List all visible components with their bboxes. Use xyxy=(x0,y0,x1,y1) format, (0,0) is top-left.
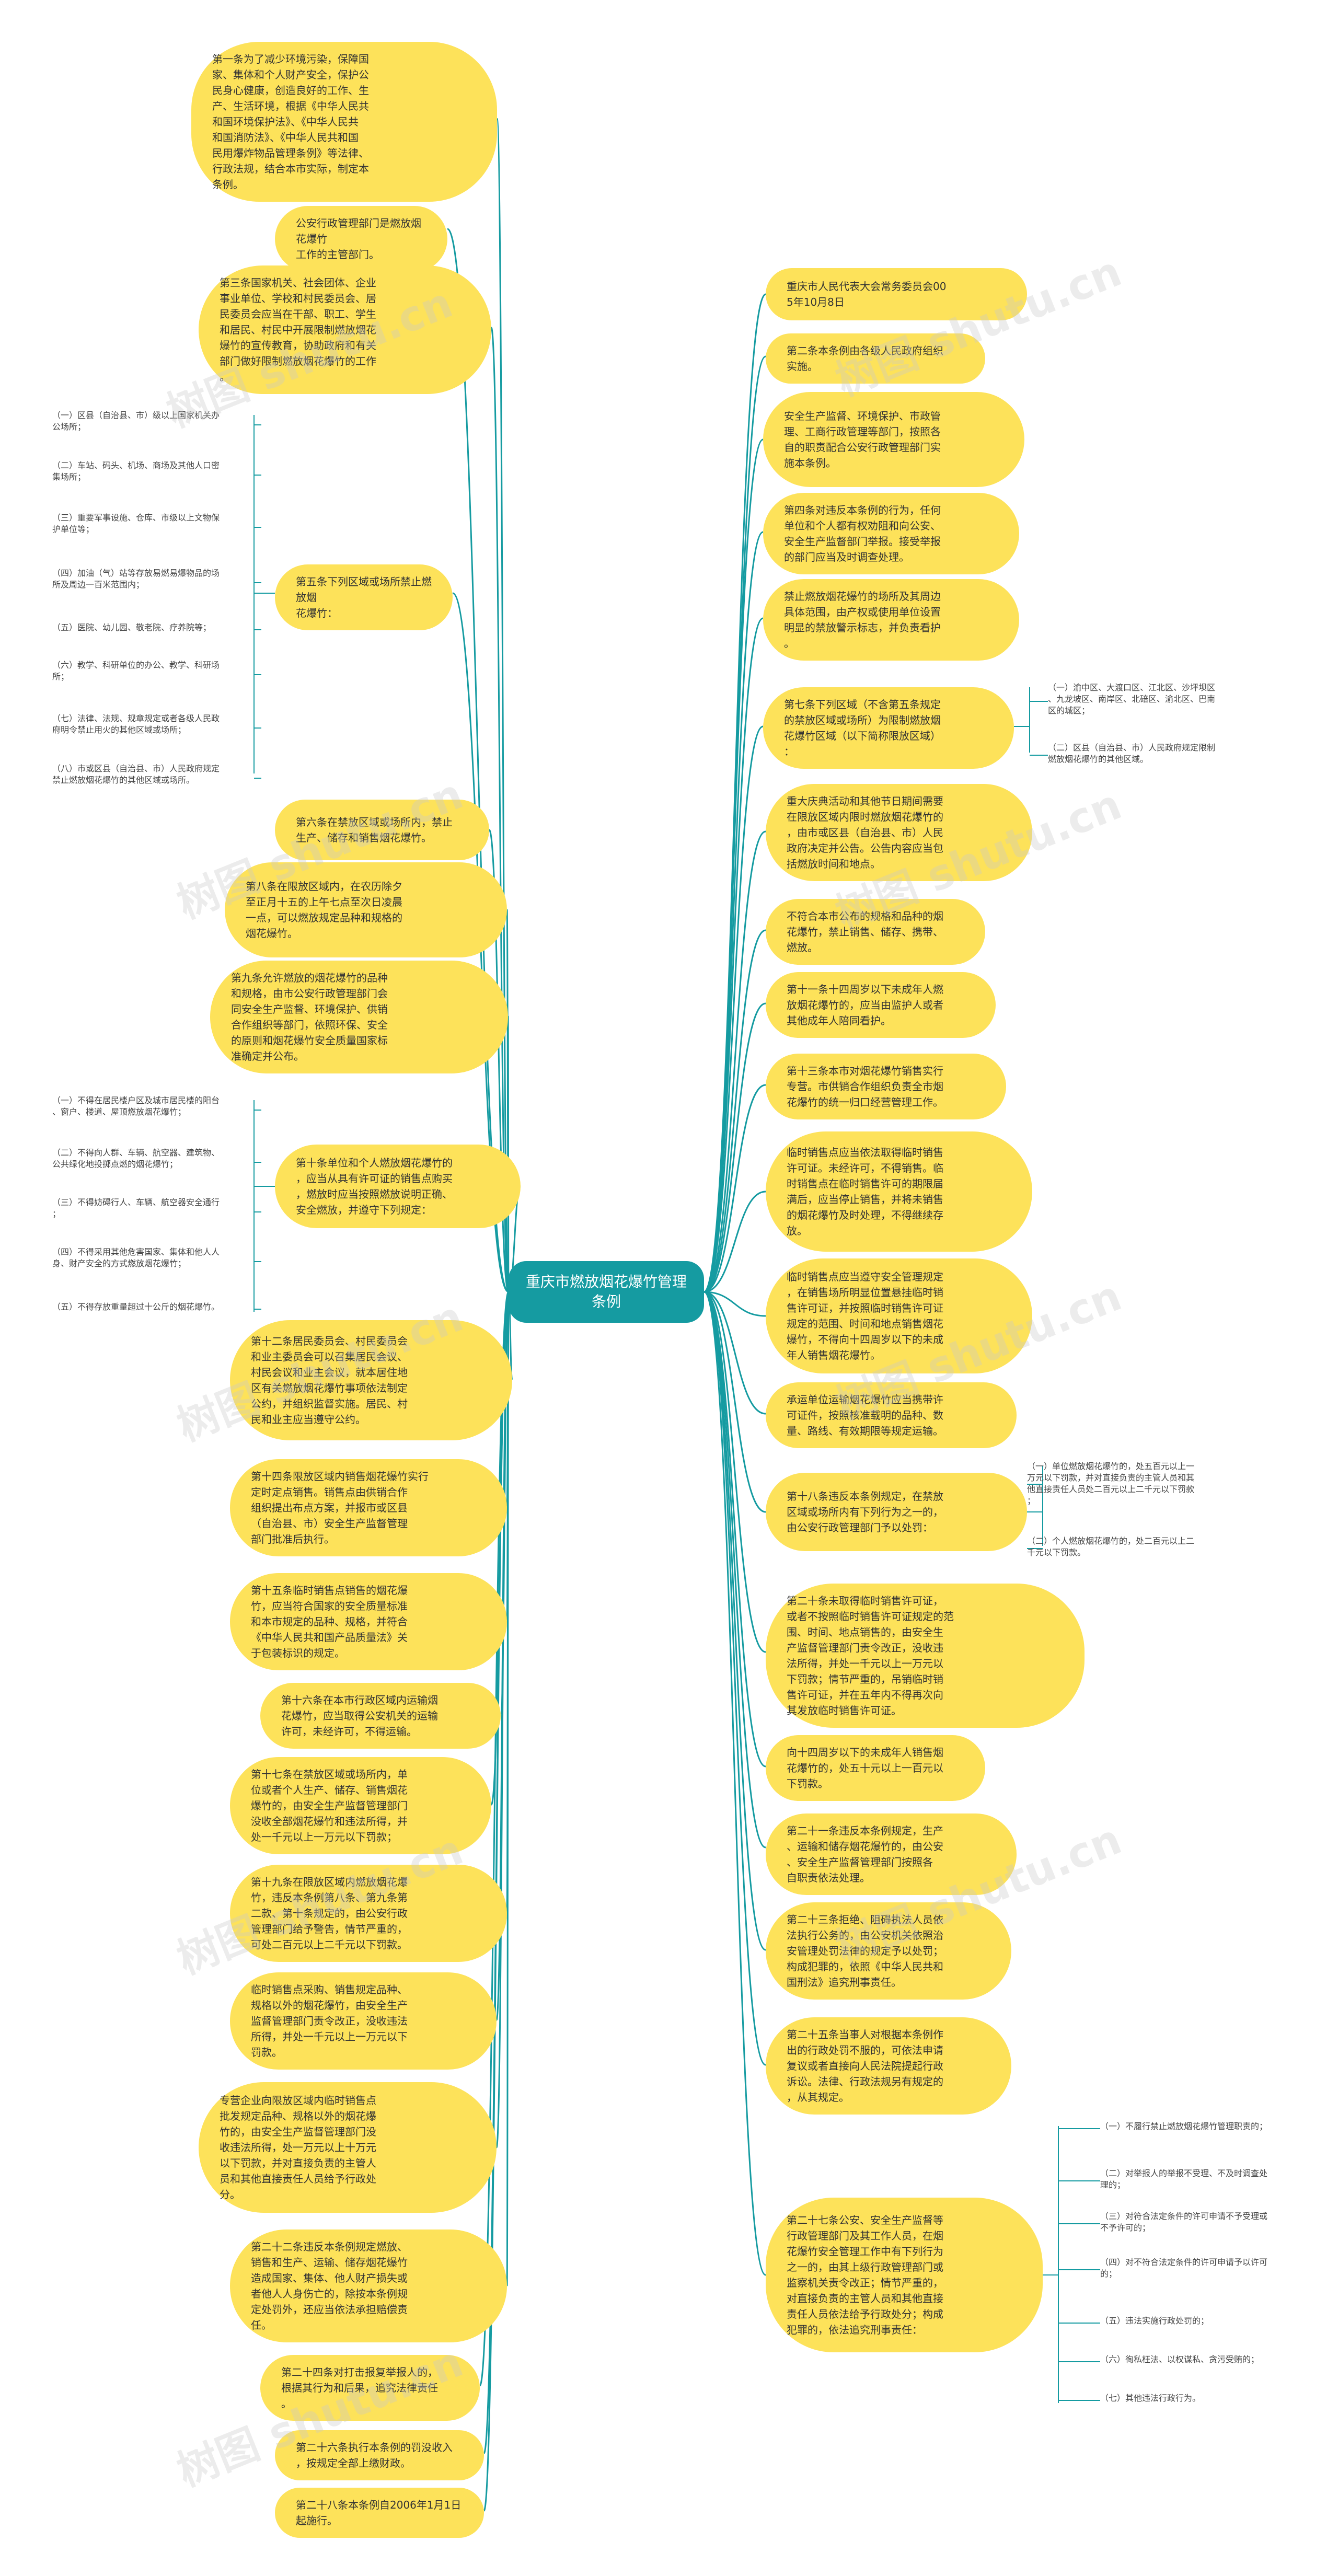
left-topic-node: 第一条为了减少环境污染，保障国 家、集体和个人财产安全，保护公 民身心健康，创造… xyxy=(191,42,497,202)
right-subtopic-leaf: （一）单位燃放烟花爆竹的，处五百元以上一 万元以下罚款，并对直接负责的主管人员和… xyxy=(1027,1461,1195,1506)
left-subtopic-leaf: （二）不得向人群、车辆、航空器、建筑物、 公共绿化地投掷点燃的烟花爆竹； xyxy=(52,1148,220,1169)
left-subtopic-leaf: （四）不得采用其他危害国家、集体和他人人 身、财产安全的方式燃放烟花爆竹； xyxy=(52,1247,220,1268)
left-subtopic-leaf: （六）教学、科研单位的办公、教学、科研场 所； xyxy=(52,660,220,681)
connector-line xyxy=(703,1084,766,1293)
right-topic-node: 第二十条未取得临时销售许可证， 或者不按照临时销售许可证规定的范 围、时间、地点… xyxy=(766,1584,1085,1728)
right-subtopic-leaf: （五）违法实施行政处罚的； xyxy=(1100,2316,1209,2326)
connector-line xyxy=(507,1015,510,1293)
connector-line xyxy=(703,1291,766,1951)
right-topic-node: 第二条本条例由各级人民政府组织 实施。 xyxy=(766,333,985,384)
left-topic-node: 第二十六条执行本条例的罚没收入 ，按规定全部上缴财政。 xyxy=(275,2430,484,2480)
connector-line xyxy=(495,1291,510,2148)
connector-line xyxy=(703,1291,766,1415)
right-topic-node: 第二十三条拒绝、阻碍执法人员依 法执行公务的，由公安机关依照治 安管理处罚法律的… xyxy=(766,1902,1011,2000)
left-topic-node: 第十七条在禁放区域或场所内，单 位或者个人生产、储存、销售烟花 爆竹的，由安全生… xyxy=(230,1757,491,1854)
connector-line xyxy=(703,1291,766,1849)
left-topic-node: 第十九条在限放区域内燃放烟花爆 竹，违反本条例第八条、第九条第 二款、第十条规定… xyxy=(230,1865,507,1962)
left-subtopic-leaf: （八）市或区县（自治县、市）人民政府规定 禁止燃放烟花爆竹的其他区域或场所。 xyxy=(52,764,220,785)
left-subtopic-leaf: （一）不得在居民楼户区及城市居民楼的阳台 、窗户、楼道、屋顶燃放烟花爆竹； xyxy=(52,1095,220,1117)
root-topic: 重庆市燃放烟花爆竹管理 条例 xyxy=(509,1261,704,1323)
connector-line xyxy=(703,830,766,1293)
left-topic-node: 第十六条在本市行政区域内运输烟 花爆竹，应当取得公安机关的运输 许可，未经许可，… xyxy=(260,1683,501,1749)
right-subtopic-leaf: （二）个人燃放烟花爆竹的，处二百元以上二 千元以下罚款。 xyxy=(1027,1536,1195,1557)
connector-line xyxy=(703,1291,766,1317)
left-topic-node: 第九条允许燃放的烟花爆竹的品种 和规格，由市公安行政管理部门会 同安全生产监督、… xyxy=(210,961,508,1073)
right-subtopic-leaf: （四）对不符合法定条件的许可申请予以许可 的； xyxy=(1100,2257,1268,2279)
left-topic-node: 第十四条限放区域内销售烟花爆竹实行 定时定点销售。销售点由供销合作 组织提出布点… xyxy=(230,1459,507,1556)
connector-line xyxy=(703,1291,766,1513)
left-topic-node: 第十五条临时销售点销售的烟花爆 竹，应当符合国家的安全质量标准 和本市规定的品种… xyxy=(230,1573,507,1670)
connector-line xyxy=(703,617,764,1293)
left-topic-node: 第五条下列区域或场所禁止燃放烟 花爆竹： xyxy=(275,564,453,630)
right-topic-node: 临时销售点应当遵守安全管理规定 ，在销售场所明显位置悬挂临时销 售许可证，并按照… xyxy=(766,1258,1032,1373)
connector-line xyxy=(703,1002,766,1293)
left-topic-node: 第八条在限放区域内，在农历除夕 至正月十五的上午七点至次日凌晨 一点，可以燃放规… xyxy=(225,862,507,957)
right-topic-node: 第十一条十四周岁以下未成年人燃 放烟花爆竹的，应当由监护人或者 其他成年人陪同看… xyxy=(766,972,996,1038)
left-topic-node: 第六条在禁放区域或场所内，禁止 生产、储存和销售烟花爆竹。 xyxy=(275,800,489,860)
right-topic-node: 重庆市人民代表大会常务委员会00 5年10月8日 xyxy=(766,268,1027,320)
right-topic-node: 安全生产监督、环境保护、市政管 理、工商行政管理等部门，按照各 自的职责配合公安… xyxy=(763,392,1024,487)
connector-line xyxy=(703,929,766,1293)
left-topic-node: 第二十八条本条例自2006年1月1日 起施行。 xyxy=(275,2488,484,2538)
left-topic-node: 第十二条居民委员会、村民委员会 和业主委员会可以召集居民会议、 村民会议和业主会… xyxy=(230,1320,512,1440)
right-topic-node: 第二十一条违反本条例规定，生产 、运输和储存烟花爆竹的，由公安 、安全生产监督管… xyxy=(766,1813,1017,1895)
right-topic-node: 第二十五条当事人对根据本条例作 出的行政处罚不服的，可依法申请 复议或者直接向人… xyxy=(766,2017,1011,2115)
connector-line xyxy=(703,1291,766,2276)
left-subtopic-leaf: （四）加油（气）站等存放易燃易爆物品的场 所及周边一百米范围内； xyxy=(52,568,220,590)
right-topic-node: 第四条对违反本条例的行为，任何 单位和个人都有权劝阻和向公安、 安全生产监督部门… xyxy=(763,493,1019,574)
right-subtopic-leaf: （六）徇私枉法、以权谋私、贪污受贿的； xyxy=(1100,2354,1260,2364)
right-topic-node: 禁止燃放烟花爆竹的场所及其周边 具体范围，由产权或使用单位设置 明显的禁放警示标… xyxy=(763,579,1019,661)
connector-line xyxy=(703,725,764,1293)
right-topic-node: 不符合本市公布的规格和品种的烟 花爆竹，禁止销售、储存、携带、 燃放。 xyxy=(766,899,985,965)
left-subtopic-leaf: （三）重要军事设施、仓库、市级以上文物保 护单位等； xyxy=(52,513,220,534)
connector-line xyxy=(703,1291,766,2066)
right-topic-node: 第十八条违反本条例规定，在禁放 区域或场所内有下列行为之一的， 由公安行政管理部… xyxy=(766,1473,1027,1551)
left-topic-node: 第三条国家机关、社会团体、企业 事业单位、学校和村民委员会、居 民委员会应当在干… xyxy=(199,265,491,394)
right-topic-node: 第十三条本市对烟花爆竹销售实行 专营。市供销合作组织负责全市烟 花爆竹的统一归口… xyxy=(766,1054,1006,1119)
right-topic-node: 临时销售点应当依法取得临时销售 许可证。未经许可，不得销售。临 时销售点在临时销… xyxy=(766,1131,1032,1252)
left-topic-node: 第二十二条违反本条例规定燃放、 销售和生产、运输、储存烟花爆竹 造成国家、集体、… xyxy=(230,2230,507,2342)
left-topic-node: 第二十四条对打击报复举报人的， 根据其行为和后果，追究法律责任 。 xyxy=(260,2355,480,2421)
left-topic-node: 专营企业向限放区域内临时销售点 批发规定品种、规格以外的烟花爆 竹的，由安全生产… xyxy=(199,2082,497,2213)
connector-line xyxy=(506,1291,510,2286)
right-subtopic-leaf: （一）不履行禁止燃放烟花爆竹管理职责的； xyxy=(1100,2121,1268,2131)
left-subtopic-leaf: （二）车站、码头、机场、商场及其他人口密 集场所； xyxy=(52,460,220,482)
left-subtopic-leaf: （七）法律、法规、规章规定或者各级人民政 府明令禁止用火的其他区域或场所； xyxy=(52,713,220,735)
right-subtopic-leaf: （三）对符合法定条件的许可申请不予受理或 不予许可的； xyxy=(1100,2211,1268,2233)
right-topic-node: 向十四周岁以下的未成年人销售烟 花爆竹的，处五十元以上一百元以 下罚款。 xyxy=(766,1735,985,1801)
right-subtopic-leaf: （一）渝中区、大渡口区、江北区、沙坪坝区 、九龙坡区、南岸区、北碚区、渝北区、巴… xyxy=(1048,683,1216,715)
right-subtopic-leaf: （七）其他违法行政行为。 xyxy=(1100,2393,1201,2403)
connector-line xyxy=(488,829,510,1293)
right-subtopic-leaf: （二）对举报人的举报不受理、不及时调查处 理的； xyxy=(1100,2168,1268,2190)
connector-line xyxy=(703,1191,766,1293)
right-topic-node: 承运单位运输烟花爆竹应当携带许 可证件，按照核准载明的品种、数 量、路线、有效期… xyxy=(766,1382,1017,1448)
left-subtopic-leaf: （五）不得存放重量超过十公斤的烟花爆竹。 xyxy=(52,1302,220,1312)
left-subtopic-leaf: （一）区县（自治县、市）级以上国家机关办 公场所； xyxy=(52,410,220,432)
right-topic-node: 第七条下列区域（不含第五条规定 的禁放区域或场所）为限制燃放烟 花爆竹区域（以下… xyxy=(763,687,1014,769)
left-topic-node: 第十条单位和个人燃放烟花爆竹的 ，应当从具有许可证的销售点购买 ，燃放时应当按照… xyxy=(275,1145,521,1228)
left-topic-node: 临时销售点采购、销售规定品种、 规格以外的烟花爆竹，由安全生产 监督管理部门责令… xyxy=(230,1972,497,2070)
right-topic-node: 第二十七条公安、安全生产监督等 行政管理部门及其工作人员，在烟 花爆竹安全管理工… xyxy=(766,2198,1043,2352)
right-topic-node: 重大庆典活动和其他节日期间需要 在限放区域内限时燃放烟花爆竹的 ，由市或区县（自… xyxy=(766,784,1032,881)
left-subtopic-leaf: （三）不得妨碍行人、车辆、航空器安全通行 ； xyxy=(52,1197,220,1219)
left-topic-node: 公安行政管理部门是燃放烟花爆竹 工作的主管部门。 xyxy=(275,206,447,272)
connector-line xyxy=(496,118,510,1293)
connector-line xyxy=(490,327,510,1293)
connector-line xyxy=(703,1291,766,1653)
connector-line xyxy=(703,531,764,1293)
left-subtopic-leaf: （五）医院、幼儿园、敬老院、疗养院等； xyxy=(52,622,212,632)
right-subtopic-leaf: （二）区县（自治县、市）人民政府规定限制 燃放烟花爆竹的其他区域。 xyxy=(1048,743,1216,764)
